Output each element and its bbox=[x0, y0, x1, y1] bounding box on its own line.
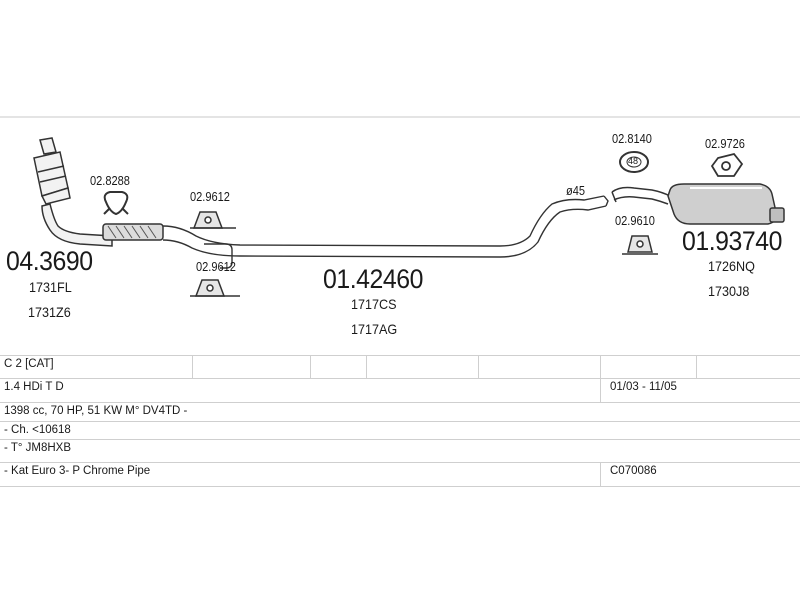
table-row: - Kat Euro 3- P Chrome Pipe C070086 bbox=[0, 463, 800, 487]
mount-top-part-number: 02.9612 bbox=[190, 189, 230, 204]
cat-ref-2: 1731Z6 bbox=[28, 304, 71, 320]
note-cell: - Kat Euro 3- P Chrome Pipe bbox=[4, 465, 151, 477]
cat-part-number: 04.3690 bbox=[6, 246, 93, 276]
table-row: 1398 cc, 70 HP, 51 KW M° DV4TD - bbox=[0, 403, 800, 422]
type-cell: - T° JM8HXB bbox=[4, 442, 72, 454]
pipe-ref-1: 1717CS bbox=[351, 296, 397, 312]
mount-bottom-part-number: 02.9612 bbox=[196, 259, 236, 274]
hanger-bottom-icon bbox=[622, 235, 658, 255]
hanger-top-part-number: 02.9726 bbox=[705, 136, 745, 151]
table-row: 1.4 HDi T D 01/03 - 11/05 bbox=[0, 379, 800, 403]
spec-cell: 1398 cc, 70 HP, 51 KW M° DV4TD - bbox=[4, 405, 188, 417]
table-row: C 2 [CAT] bbox=[0, 355, 800, 379]
engine-cell: 1.4 HDi T D bbox=[4, 381, 64, 393]
model-cell: C 2 [CAT] bbox=[4, 358, 54, 370]
pipe-diameter-label: ø45 bbox=[566, 183, 586, 198]
chassis-cell: - Ch. <10618 bbox=[4, 424, 71, 436]
code-cell: C070086 bbox=[610, 465, 657, 477]
clamp-icon bbox=[103, 191, 129, 216]
flex-pipe-icon bbox=[102, 223, 164, 241]
silencer-part-number: 01.93740 bbox=[682, 226, 782, 256]
clamp-part-number: 02.8288 bbox=[90, 173, 130, 188]
rear-silencer-icon bbox=[611, 183, 785, 225]
years-cell: 01/03 - 11/05 bbox=[610, 381, 677, 393]
ring-part-number: 02.8140 bbox=[612, 131, 652, 146]
silencer-ref-2: 1730J8 bbox=[708, 283, 750, 299]
hanger-bottom-part-number: 02.9610 bbox=[615, 213, 655, 228]
mount-bottom-icon bbox=[190, 279, 240, 297]
cat-ref-1: 1731FL bbox=[29, 279, 72, 295]
table-row: - T° JM8HXB bbox=[0, 440, 800, 463]
silencer-ref-1: 1726NQ bbox=[708, 258, 755, 274]
pipe-part-number: 01.42460 bbox=[323, 264, 423, 294]
mount-top-icon bbox=[190, 211, 236, 229]
ring-size-badge: 48 bbox=[628, 156, 639, 166]
pipe-ref-2: 1717AG bbox=[351, 321, 398, 337]
main-pipe-icon bbox=[162, 195, 609, 269]
catalytic-converter-icon bbox=[33, 137, 113, 247]
ring-icon bbox=[619, 151, 649, 173]
table-row: - Ch. <10618 bbox=[0, 422, 800, 440]
hanger-top-icon bbox=[710, 152, 744, 177]
